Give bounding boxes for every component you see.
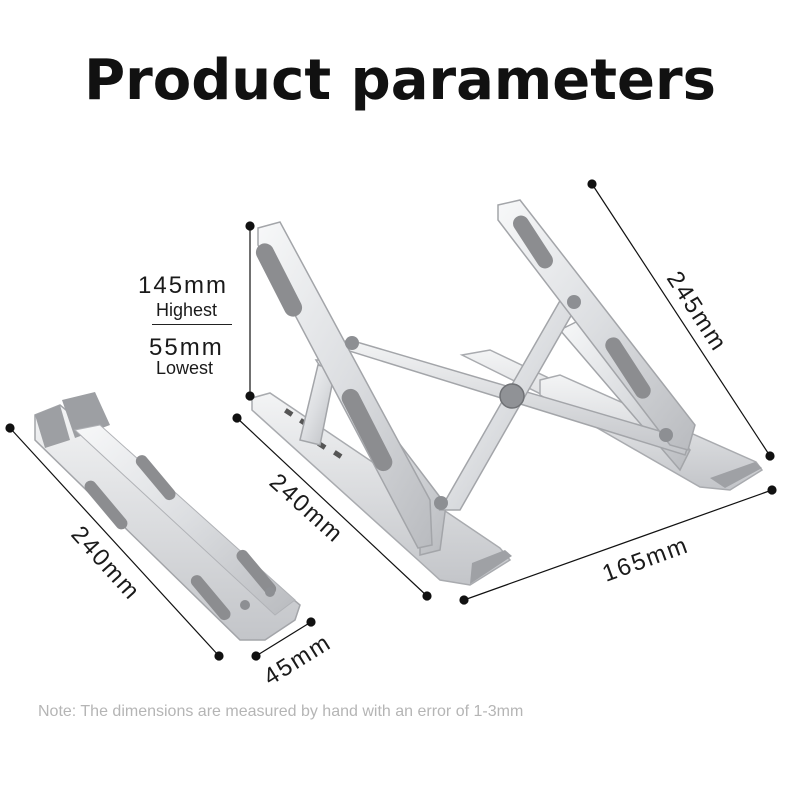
center-hinge-screw bbox=[499, 383, 525, 409]
measurement-note: Note: The dimensions are measured by han… bbox=[38, 703, 524, 720]
dimension-lines bbox=[5, 179, 777, 661]
pivot-screw bbox=[345, 336, 359, 350]
rubber-pad bbox=[341, 388, 393, 472]
rubber-pad bbox=[135, 455, 176, 501]
rubber-pad bbox=[255, 243, 303, 317]
height-divider bbox=[152, 324, 232, 325]
rubber-pad bbox=[236, 549, 277, 595]
open-stand bbox=[251, 199, 764, 586]
pivot-screw bbox=[659, 428, 673, 442]
pivot-screw bbox=[567, 295, 581, 309]
height-highest-label: Highest bbox=[156, 300, 218, 320]
height-lowest-label: Lowest bbox=[156, 358, 214, 378]
height-highest-value: 145mm bbox=[138, 272, 229, 299]
folded-stand bbox=[34, 392, 301, 641]
top-arm-left bbox=[255, 221, 448, 549]
rubber-pad bbox=[190, 575, 231, 621]
page-title: Product parameters bbox=[84, 48, 716, 113]
height-lowest-value: 55mm bbox=[149, 334, 224, 361]
dim-open-width-label: 165mm bbox=[599, 531, 693, 587]
rubber-pad bbox=[513, 215, 553, 269]
dim-folded-width-label: 45mm bbox=[259, 629, 337, 691]
rubber-pad bbox=[605, 337, 651, 399]
rubber-pad bbox=[84, 480, 128, 530]
pivot-screw bbox=[434, 496, 448, 510]
top-arm-right bbox=[497, 199, 696, 451]
